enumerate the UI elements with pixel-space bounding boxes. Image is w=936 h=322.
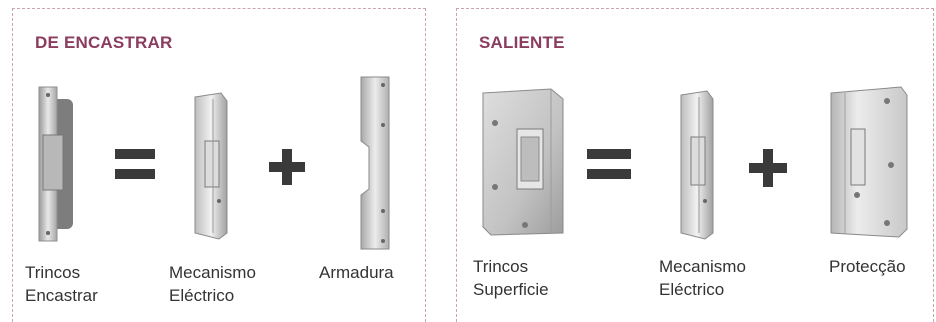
mortise-strike-image: [38, 86, 73, 242]
plus-icon: [749, 149, 787, 187]
equals-icon: [115, 149, 155, 179]
item-label-trincos-encastrar: Trincos Encastrar: [25, 263, 98, 305]
panel-title: SALIENTE: [479, 33, 565, 52]
item-label-mecanismo-electrico: Mecanismo Eléctrico: [659, 257, 746, 299]
equals-icon: [587, 149, 631, 179]
surface-strike-image: [482, 88, 564, 236]
protection-plate-image: [830, 86, 908, 238]
item-label-mecanismo-electrico: Mecanismo Eléctrico: [169, 263, 256, 305]
item-label-proteccao: Protecção: [829, 257, 906, 276]
item-label-armadura: Armadura: [319, 263, 394, 282]
plus-icon: [269, 149, 305, 185]
electric-mechanism-image: [680, 90, 714, 240]
panel-saliente: SALIENTE: [456, 8, 934, 322]
panel-de-encastrar: DE ENCASTRAR: [12, 8, 426, 322]
faceplate-image: [360, 76, 390, 250]
item-label-trincos-superficie: Trincos Superficie: [473, 257, 549, 299]
electric-mechanism-image: [194, 92, 228, 240]
panel-title: DE ENCASTRAR: [35, 33, 173, 52]
